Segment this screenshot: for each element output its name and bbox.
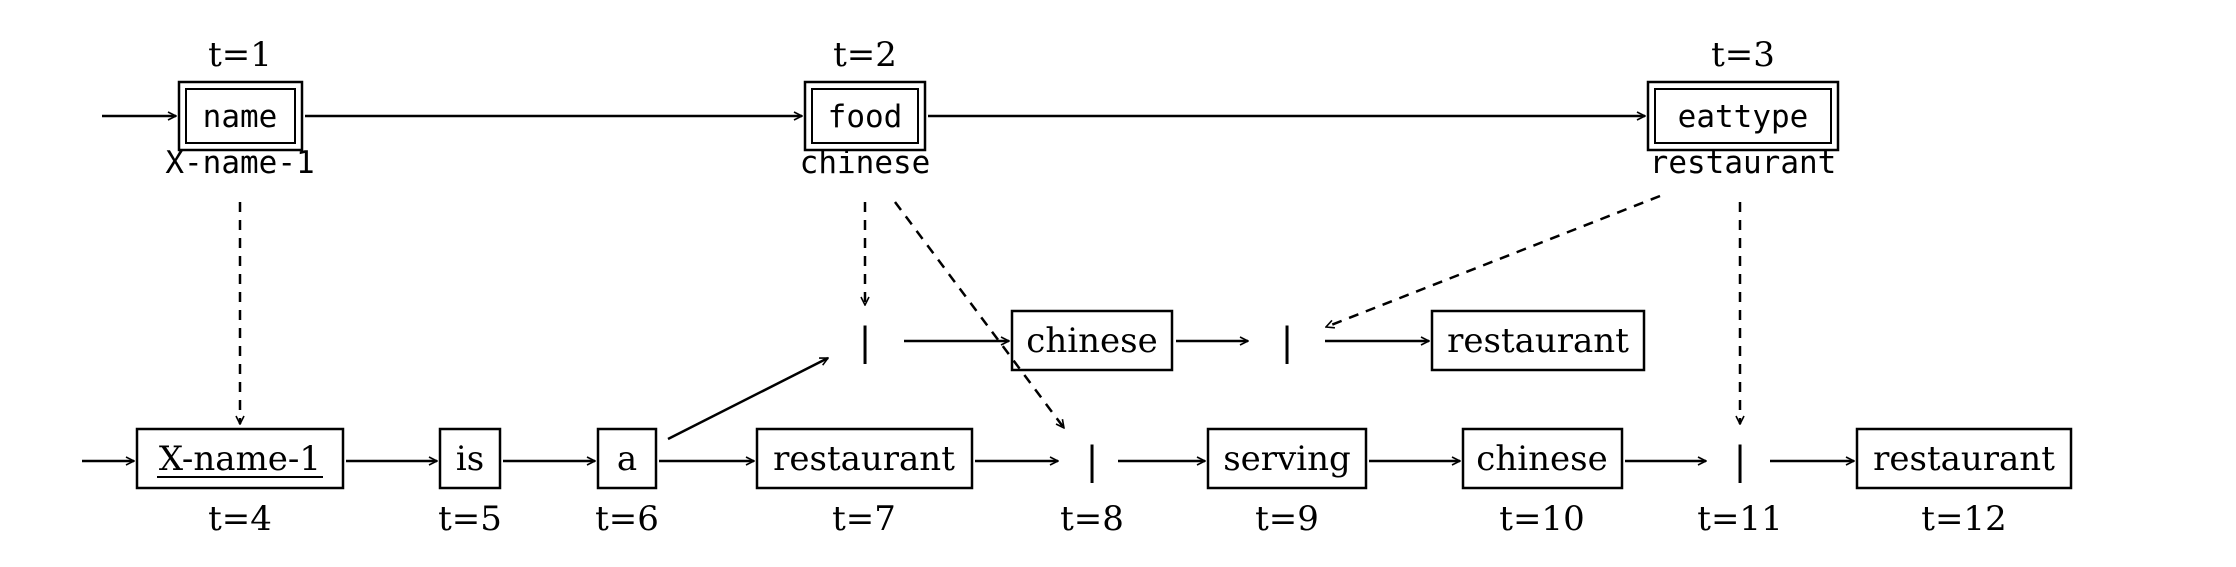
bottom-xname-box <box>135 427 345 490</box>
bottom-restaurant-label-2: restaurant <box>1873 439 2055 479</box>
time-label-t8: t=8 <box>1060 499 1124 539</box>
bottom-serving-label: serving <box>1223 439 1351 479</box>
time-label-t7: t=7 <box>832 499 896 539</box>
time-label-t11: t=11 <box>1697 499 1782 539</box>
dashed-arrow-food-to-bottom-separator <box>893 201 1064 428</box>
bottom-chinese-label: chinese <box>1476 439 1607 479</box>
food-node-outer <box>803 80 927 152</box>
name-node-outer <box>177 80 304 152</box>
bottom-xname-label: X-name-1 <box>159 439 321 479</box>
name-node-label: name <box>203 99 278 135</box>
time-label-t9: t=9 <box>1255 499 1319 539</box>
eattype-node-label: eattype <box>1678 99 1809 135</box>
time-label-t6: t=6 <box>595 499 659 539</box>
bottom-separator-2: | <box>1734 439 1747 483</box>
arrow-a-to-mid-separator <box>667 356 828 441</box>
food-node-inner <box>811 88 919 144</box>
mid-chinese-box <box>1010 309 1174 372</box>
bottom-chinese-box <box>1461 427 1624 490</box>
bottom-restaurant-label: restaurant <box>773 439 955 479</box>
bottom-a-label: a <box>617 439 637 479</box>
bottom-separator-1: | <box>1086 439 1099 483</box>
bottom-serving-box <box>1206 427 1368 490</box>
bottom-is-label: is <box>456 439 484 479</box>
dashed-arrow-eattype-to-mid-separator <box>1326 194 1661 327</box>
bottom-restaurant-box-2 <box>1855 427 2073 490</box>
food-node-value: chinese <box>800 145 931 181</box>
food-node-label: food <box>828 99 903 135</box>
bottom-a-box <box>596 427 658 490</box>
time-label-t3: t=3 <box>1711 35 1775 75</box>
bottom-restaurant-box <box>755 427 974 490</box>
time-label-t5: t=5 <box>438 499 502 539</box>
eattype-node-inner <box>1654 88 1832 144</box>
eattype-node-outer <box>1646 80 1840 152</box>
eattype-node-value: restaurant <box>1650 145 1837 181</box>
bottom-is-box <box>438 427 502 490</box>
time-label-t10: t=10 <box>1499 499 1584 539</box>
time-label-t12: t=12 <box>1921 499 2006 539</box>
name-node-inner <box>185 88 296 144</box>
time-label-t4: t=4 <box>208 499 272 539</box>
time-label-t1: t=1 <box>208 35 272 75</box>
mid-restaurant-box <box>1430 309 1646 372</box>
name-node-value: X-name-1 <box>165 145 314 181</box>
mid-separator-2: | <box>1281 320 1294 364</box>
mid-chinese-label: chinese <box>1026 321 1157 361</box>
time-label-t2: t=2 <box>833 35 897 75</box>
mid-restaurant-label: restaurant <box>1447 321 1629 361</box>
mid-separator-1: | <box>859 320 872 364</box>
